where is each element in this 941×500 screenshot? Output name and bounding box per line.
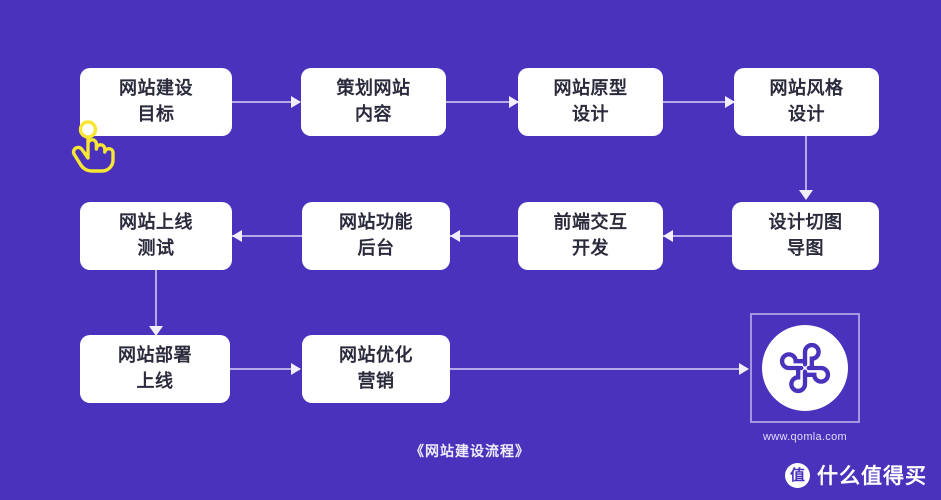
edge-n10-logo-arrowhead	[739, 363, 749, 375]
flow-node-n4-line1: 网站风格	[769, 78, 844, 99]
logo-disc	[762, 325, 848, 411]
flow-node-n7-line1: 网站功能	[339, 212, 413, 233]
logo-frame	[750, 313, 860, 423]
flow-node-n1[interactable]: 网站建设 目标	[80, 68, 232, 136]
flow-node-n9-line1: 网站部署	[118, 345, 192, 366]
edge-n1-n2-line	[232, 101, 300, 103]
flow-node-n1-line2: 目标	[137, 104, 175, 124]
edge-n7-n8-line	[232, 235, 302, 237]
edge-n6-n7-arrowhead	[450, 230, 460, 242]
edge-n6-n7-line	[450, 235, 518, 237]
edge-n2-n3-arrowhead	[509, 96, 519, 108]
edge-n8-n9-line	[155, 270, 157, 330]
flow-node-n8[interactable]: 网站上线 测试	[80, 202, 232, 270]
edge-n4-n5-line	[805, 136, 807, 194]
watermark-badge-icon: 值	[785, 462, 810, 488]
qomla-clover-icon	[779, 342, 831, 394]
diagram-caption: 《网站建设流程》	[410, 443, 530, 459]
tap-hand-cursor	[66, 118, 118, 174]
watermark-label: 什么值得买	[817, 465, 927, 488]
edge-n5-n6-line	[663, 235, 732, 237]
flow-node-n7-line2: 后台	[357, 238, 395, 258]
flow-node-n2-line2: 内容	[355, 104, 392, 124]
edge-n3-n4-line	[663, 101, 734, 103]
watermark: 值 什么值得买	[785, 460, 927, 490]
flow-node-n5[interactable]: 设计切图 导图	[732, 202, 879, 270]
edge-n5-n6-arrowhead	[663, 230, 673, 242]
flow-node-n10[interactable]: 网站优化 营销	[302, 335, 450, 403]
edge-n10-logo-line	[450, 368, 742, 370]
flow-node-n8-line2: 测试	[137, 238, 175, 258]
edge-n2-n3-line	[446, 101, 518, 103]
logo-url-label: www.qomla.com	[763, 431, 847, 443]
edge-n1-n2-arrowhead	[291, 96, 301, 108]
flow-node-n10-line2: 营销	[357, 371, 395, 391]
flow-node-n9[interactable]: 网站部署 上线	[80, 335, 230, 403]
flow-node-n7[interactable]: 网站功能 后台	[302, 202, 450, 270]
edge-n7-n8-arrowhead	[232, 230, 242, 242]
flow-node-n5-line1: 设计切图	[768, 212, 843, 233]
flow-node-n2-line1: 策划网站	[336, 78, 411, 99]
edge-n8-n9-arrowhead	[149, 326, 163, 336]
flow-node-n10-line1: 网站优化	[339, 345, 413, 366]
flow-node-n2[interactable]: 策划网站 内容	[301, 68, 446, 136]
edge-n9-n10-arrowhead	[291, 363, 301, 375]
flow-node-n1-line1: 网站建设	[119, 78, 193, 99]
flow-node-n6-line1: 前端交互	[553, 212, 628, 233]
edge-n3-n4-arrowhead	[725, 96, 735, 108]
flow-node-n5-line2: 导图	[787, 238, 824, 258]
flow-node-n9-line2: 上线	[136, 371, 174, 391]
edge-n4-n5-arrowhead	[799, 190, 813, 200]
flow-node-n3[interactable]: 网站原型 设计	[518, 68, 663, 136]
flow-node-n4[interactable]: 网站风格 设计	[734, 68, 879, 136]
flow-node-n3-line1: 网站原型	[553, 78, 628, 99]
flow-node-n8-line1: 网站上线	[119, 212, 193, 233]
flow-node-n4-line2: 设计	[788, 104, 825, 124]
flow-node-n6-line2: 开发	[572, 238, 609, 258]
flow-node-n6[interactable]: 前端交互 开发	[518, 202, 663, 270]
edge-n9-n10-line	[230, 368, 300, 370]
tap-hand-cursor-icon	[71, 120, 115, 173]
flow-node-n3-line2: 设计	[572, 104, 609, 124]
